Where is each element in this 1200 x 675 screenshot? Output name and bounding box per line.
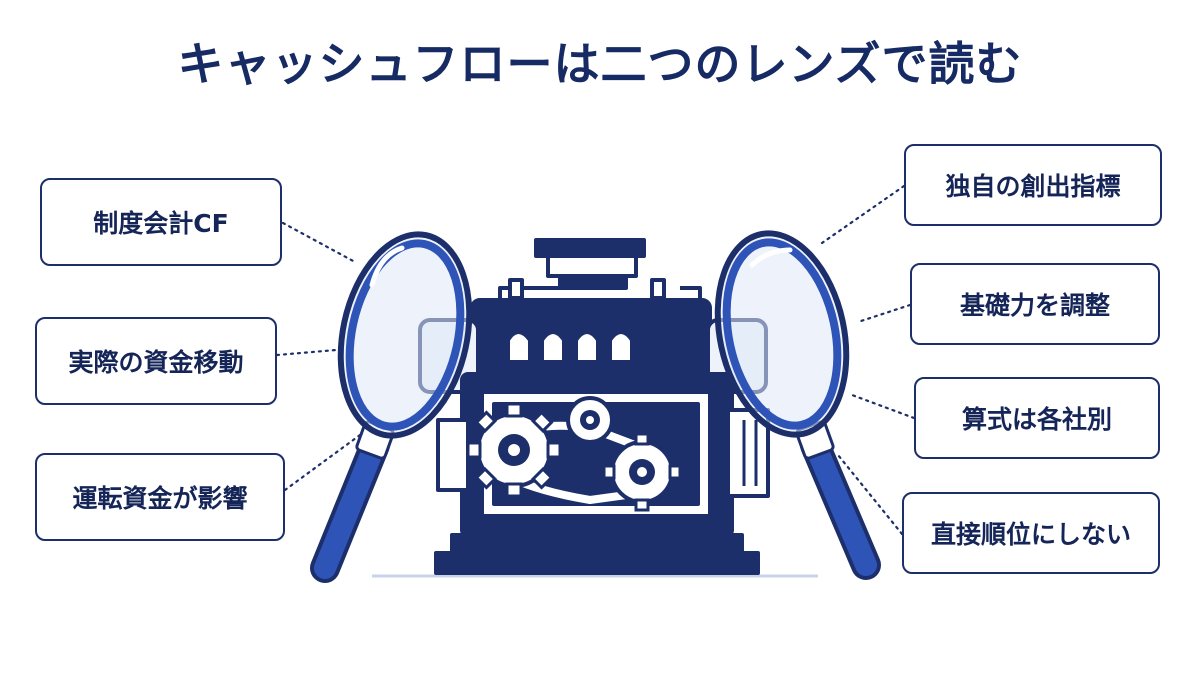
page-title: キャッシュフローは二つのレンズで読む — [177, 37, 1023, 91]
connector-left-1 — [281, 221, 357, 264]
connector-left-2 — [275, 348, 338, 357]
label-box-left-3: 運転資金が影響 — [35, 453, 285, 541]
connector-left-3 — [283, 433, 362, 492]
connector-right-1 — [820, 184, 906, 245]
gear-icon-large — [466, 402, 562, 498]
label-text: 制度会計CF — [93, 209, 229, 238]
label-box-left-2: 実際の資金移動 — [35, 317, 277, 405]
label-text: 運転資金が影響 — [72, 484, 248, 513]
label-text: 算式は各社別 — [961, 405, 1112, 434]
label-text: 独自の創出指標 — [945, 172, 1121, 201]
magnifier-icon-left — [310, 231, 473, 583]
label-box-right-3: 算式は各社別 — [914, 377, 1160, 459]
label-box-right-2: 基礎力を調整 — [910, 263, 1160, 345]
gear-icon-medium — [602, 432, 682, 512]
label-box-right-4: 直接順位にしない — [902, 492, 1160, 574]
magnifier-icon-right — [714, 230, 881, 580]
connector-right-4 — [836, 453, 904, 536]
label-text: 直接順位にしない — [930, 520, 1131, 549]
label-box-left-1: 制度会計CF — [40, 178, 282, 266]
connector-right-2 — [856, 303, 912, 324]
label-box-right-1: 独自の創出指標 — [904, 144, 1162, 226]
connector-right-3 — [850, 393, 916, 420]
connectors — [275, 184, 916, 536]
label-text: 基礎力を調整 — [959, 291, 1110, 320]
label-text: 実際の資金移動 — [68, 348, 244, 377]
gear-icon-small-top — [566, 396, 614, 444]
